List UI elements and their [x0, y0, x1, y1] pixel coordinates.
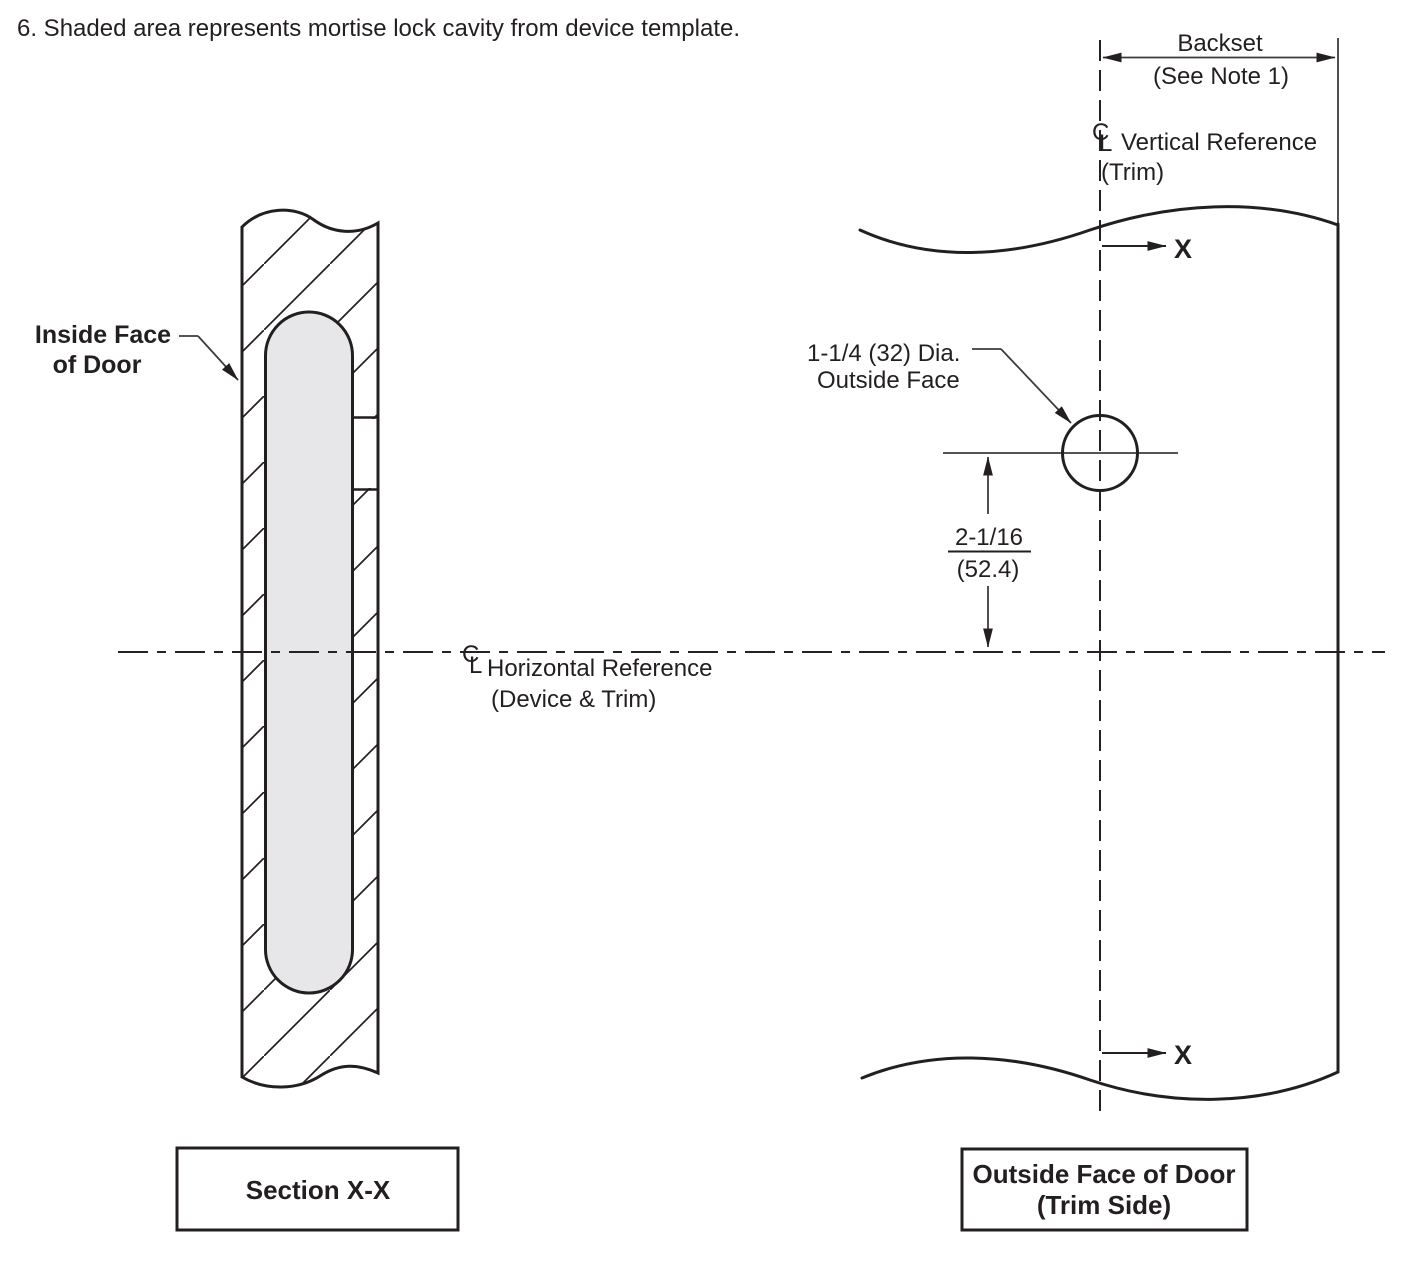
- inside-face-label-line2: of Door: [53, 351, 142, 379]
- face-caption-line2: (Trim Side): [1037, 1190, 1171, 1220]
- face-bottom-break: [860, 1056, 1340, 1101]
- hole-face-label: Outside Face: [817, 367, 960, 394]
- hole-circle: [1061, 414, 1139, 492]
- section-caption-box: [175, 1146, 460, 1232]
- vertical-reference-sublabel: (Trim): [1101, 159, 1164, 186]
- offset-dim-mm: (52.4): [957, 556, 1020, 583]
- section-door-outline: [240, 208, 380, 1089]
- vertical-reference-label: Vertical Reference: [1121, 129, 1317, 156]
- face-caption-line1: Outside Face of Door: [973, 1159, 1236, 1189]
- inside-face-leader: [197, 335, 239, 381]
- section-cut-label-bottom: X: [1174, 1040, 1192, 1070]
- section-cut-label-top: X: [1174, 234, 1192, 264]
- horizontal-reference-label: Horizontal Reference: [487, 655, 712, 682]
- note-text: 6. Shaded area represents mortise lock c…: [17, 15, 740, 42]
- vertical-centerline-symbol-l: L: [1099, 130, 1112, 157]
- inside-face-label-line1: Inside Face: [35, 321, 171, 349]
- offset-dim-inches: 2-1/16: [955, 524, 1023, 551]
- horizontal-centerline-symbol-l: L: [469, 652, 482, 679]
- hole-dia-label: 1-1/4 (32) Dia.: [807, 340, 960, 367]
- face-caption-box: [960, 1147, 1249, 1232]
- horizontal-reference-sublabel: (Device & Trim): [491, 686, 656, 713]
- horizontal-centerline-symbol-c: C: [462, 641, 479, 668]
- hole-leader: [1000, 348, 1072, 424]
- section-caption: Section X-X: [246, 1175, 391, 1205]
- face-top-break: [858, 205, 1340, 254]
- vertical-centerline-symbol-c: C: [1092, 119, 1109, 146]
- hole-band: [353, 419, 377, 488]
- backset-label: Backset: [1177, 30, 1263, 57]
- backset-note: (See Note 1): [1153, 63, 1289, 90]
